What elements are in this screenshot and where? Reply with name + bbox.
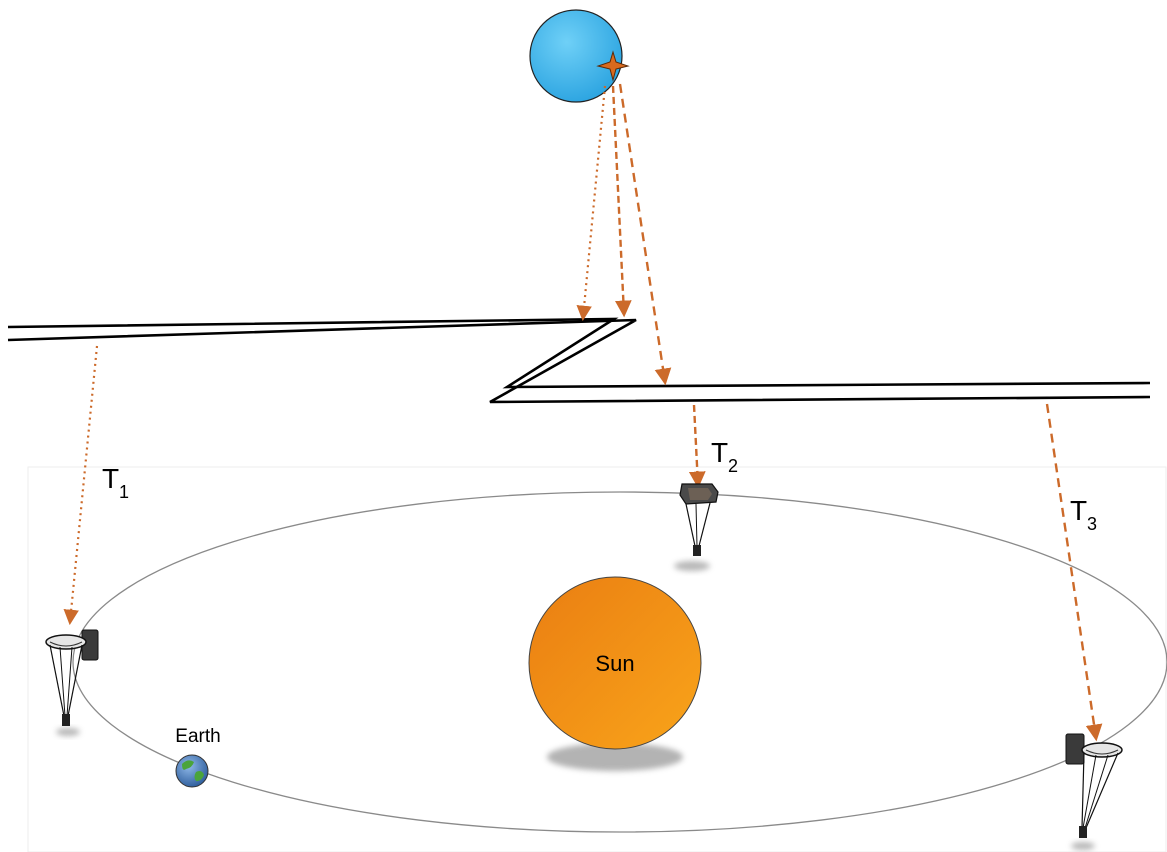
star-burst-icon: [596, 50, 630, 82]
t3-label-main: T: [1070, 495, 1087, 526]
t3-label: T 3: [1070, 495, 1097, 534]
boundary-line-outer: [7, 317, 1151, 389]
earth-land-2: [194, 771, 204, 782]
earth-orbit: [72, 491, 1167, 833]
ray-dotted-lower: [63, 345, 99, 626]
t2-label: T 2: [711, 437, 738, 476]
sun-label: Sun: [595, 651, 634, 676]
ray-dashed-short-lower: [688, 404, 706, 489]
globe-icon: [175, 754, 209, 788]
ray-dashed-long-upper: [618, 83, 672, 386]
telescope-t1: [45, 629, 99, 736]
t2-label-sub: 2: [728, 456, 738, 476]
sun-shadow: [547, 743, 683, 771]
sun: [528, 576, 702, 750]
boundary-line: [7, 317, 1151, 404]
boundary-line-inner: [7, 318, 1151, 404]
t3-label-sub: 3: [1087, 514, 1097, 534]
t1-label-sub: 1: [119, 482, 129, 502]
ray-dashed-long-lower: [1045, 403, 1103, 742]
telescope-t3: [1065, 733, 1123, 850]
t1-label: T 1: [102, 463, 129, 502]
t2-label-main: T: [711, 437, 728, 468]
ray-dotted-upper: [576, 85, 607, 322]
orbit-panel-frame: [27, 466, 1167, 852]
earth-label: Earth: [175, 726, 220, 747]
earth-land-1: [182, 760, 194, 770]
ray-dashed-short-upper: [611, 85, 632, 318]
space-telescope-icon: [679, 483, 719, 556]
t1-label-main: T: [102, 463, 119, 494]
earth: [175, 754, 209, 788]
space-telescope-icon: [1065, 733, 1123, 838]
space-telescope-icon: [45, 629, 99, 726]
source-body: [529, 9, 623, 103]
telescope-t2: [674, 483, 719, 571]
